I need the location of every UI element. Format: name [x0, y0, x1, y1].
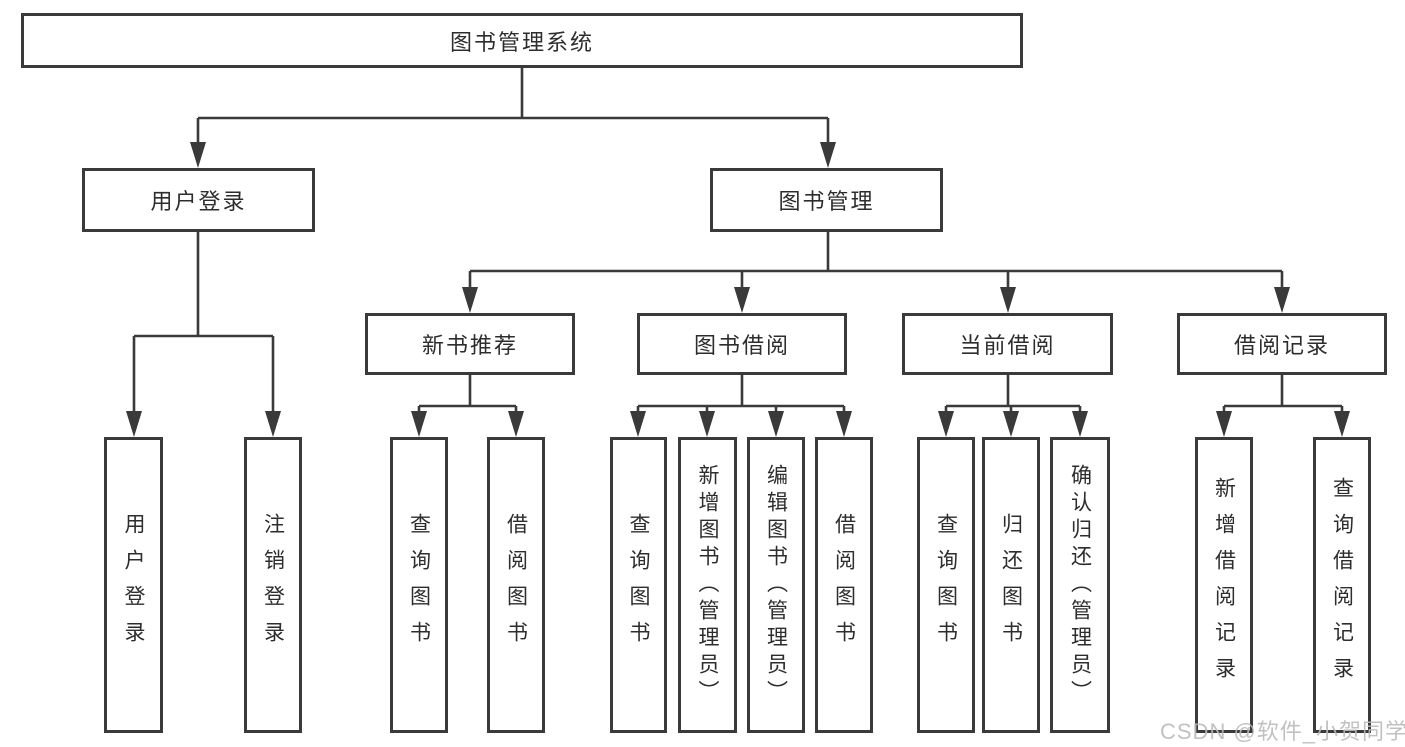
leaf-current-query-book: 查询图书 [917, 437, 975, 733]
leaf-return-book: 归还图书 [982, 437, 1040, 733]
leaf-borrow-query-book: 查询图书 [610, 437, 667, 733]
leaf-add-borrow-record-label: 新增借阅记录 [1212, 477, 1236, 693]
connector-bookmgmt-to-level3 [468, 232, 1284, 291]
node-book-management: 图书管理 [710, 168, 943, 232]
node-book-borrow-label: 图书借阅 [693, 333, 790, 358]
node-user-login: 用户登录 [82, 168, 315, 232]
leaf-query-borrow-record-label: 查询借阅记录 [1330, 477, 1354, 693]
node-new-book-recommend: 新书推荐 [365, 313, 575, 375]
leaf-return-book-label: 归还图书 [999, 513, 1023, 657]
leaf-recommend-borrow-book-label: 借阅图书 [504, 513, 528, 657]
leaf-add-borrow-record: 新增借阅记录 [1195, 437, 1253, 733]
connector-bookborrow-to-leaves [636, 375, 846, 415]
node-root-system-label: 图书管理系统 [449, 29, 594, 55]
leaf-user-login-action: 用户登录 [104, 437, 163, 733]
leaf-borrow-book: 借阅图书 [815, 437, 873, 733]
leaf-logout: 注销登录 [244, 437, 302, 733]
connector-userlogin-to-leaves [132, 232, 275, 415]
node-new-book-recommend-label: 新书推荐 [421, 333, 518, 358]
leaf-query-borrow-record: 查询借阅记录 [1313, 437, 1371, 733]
node-current-borrow: 当前借阅 [902, 313, 1113, 375]
connector-currentborrow-to-leaves [944, 375, 1082, 415]
leaf-user-login-action-label: 用户登录 [122, 513, 145, 657]
connector-borrowrecord-to-leaves [1222, 375, 1344, 415]
leaf-borrow-query-book-label: 查询图书 [627, 513, 650, 657]
leaf-confirm-return-admin-label: 确认归还（管理员） [1068, 463, 1092, 707]
leaf-add-book-admin: 新增图书（管理员） [678, 437, 737, 733]
leaf-confirm-return-admin: 确认归还（管理员） [1050, 437, 1110, 733]
connector-root-to-level2 [196, 68, 830, 146]
leaf-current-query-book-label: 查询图书 [934, 513, 958, 657]
node-book-borrow: 图书借阅 [637, 313, 847, 375]
node-borrow-record: 借阅记录 [1177, 313, 1387, 375]
node-book-management-label: 图书管理 [778, 189, 875, 214]
node-root-system: 图书管理系统 [21, 13, 1023, 68]
leaf-edit-book-admin: 编辑图书（管理员） [747, 437, 805, 733]
leaf-add-book-admin-label: 新增图书（管理员） [696, 463, 719, 707]
csdn-watermark: CSDN @软件_小贺同学 [1160, 719, 1405, 744]
leaf-recommend-query-book: 查询图书 [390, 437, 448, 733]
connector-newbookrec-to-leaves [417, 375, 518, 415]
leaf-borrow-book-label: 借阅图书 [832, 513, 856, 657]
leaf-logout-label: 注销登录 [261, 513, 285, 657]
node-borrow-record-label: 借阅记录 [1233, 333, 1330, 358]
leaf-recommend-borrow-book: 借阅图书 [487, 437, 545, 733]
leaf-edit-book-admin-label: 编辑图书（管理员） [764, 463, 788, 707]
leaf-recommend-query-book-label: 查询图书 [407, 513, 431, 657]
node-current-borrow-label: 当前借阅 [959, 333, 1056, 358]
node-user-login-label: 用户登录 [150, 189, 247, 214]
